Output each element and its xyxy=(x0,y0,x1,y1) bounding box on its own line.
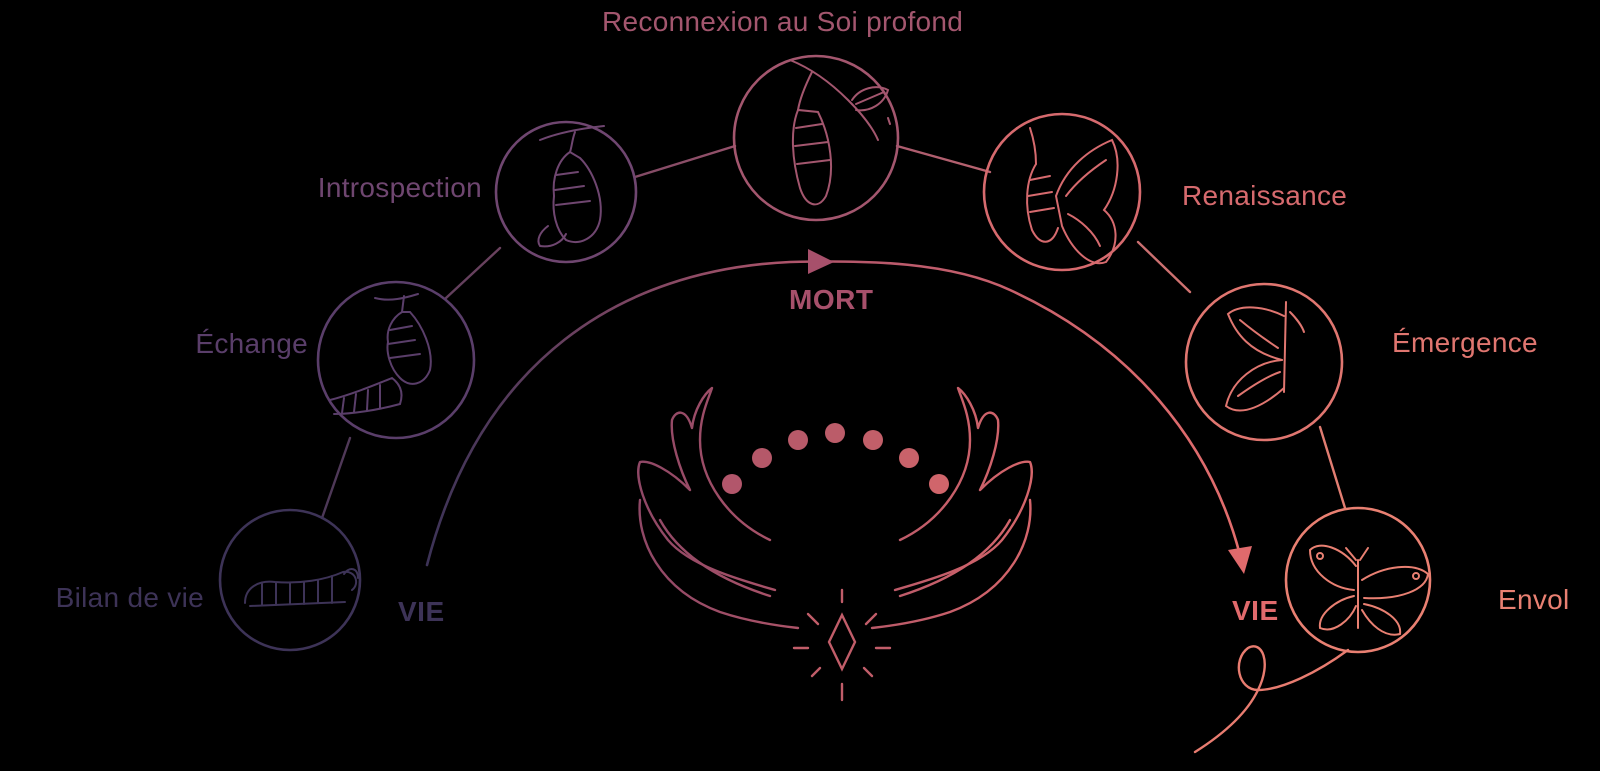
phase-label-vie-start: VIE xyxy=(398,596,445,627)
stage-label-envol: Envol xyxy=(1498,584,1570,615)
phase-label-mort: MORT xyxy=(789,284,874,315)
stage-circle-introspection xyxy=(494,120,638,264)
stage-label-reconnexion: Reconnexion au Soi profond xyxy=(602,6,964,37)
dots-arc-icon xyxy=(722,423,949,494)
stage-label-emergence: Émergence xyxy=(1392,327,1538,358)
emerging-butterfly-icon xyxy=(1026,127,1119,265)
caterpillar-chrysalis-icon xyxy=(329,293,432,415)
flight-loop-path xyxy=(1193,645,1350,754)
butterfly-flying-icon xyxy=(1308,544,1430,636)
stage-circle-bilan xyxy=(218,508,362,652)
stage-circle-reconnexion xyxy=(732,54,900,222)
phase-label-vie-end: VIE xyxy=(1232,595,1279,626)
diamond-spark-icon xyxy=(792,588,892,702)
stage-circle-emergence xyxy=(1184,282,1344,442)
chrysalis-leaf-icon xyxy=(789,59,891,206)
chrysalis-icon xyxy=(537,125,605,248)
stage-label-renaissance: Renaissance xyxy=(1182,180,1348,211)
stage-circle-renaissance xyxy=(982,112,1142,272)
stage-label-echange: Échange xyxy=(195,328,308,359)
arrow-head-top xyxy=(808,249,834,274)
caterpillar-icon xyxy=(244,568,359,607)
butterfly-side-icon xyxy=(1224,301,1305,412)
outer-cycle-arc xyxy=(320,144,1347,520)
arrow-head-right xyxy=(1228,546,1252,574)
stage-circle-echange xyxy=(316,280,476,440)
stage-circle-envol xyxy=(1284,506,1432,654)
stage-label-introspection: Introspection xyxy=(317,172,482,203)
cupped-hands-icon xyxy=(637,386,1033,630)
stage-label-bilan-de-vie: Bilan de vie xyxy=(55,582,204,613)
inner-arrow-arc xyxy=(425,260,1242,567)
